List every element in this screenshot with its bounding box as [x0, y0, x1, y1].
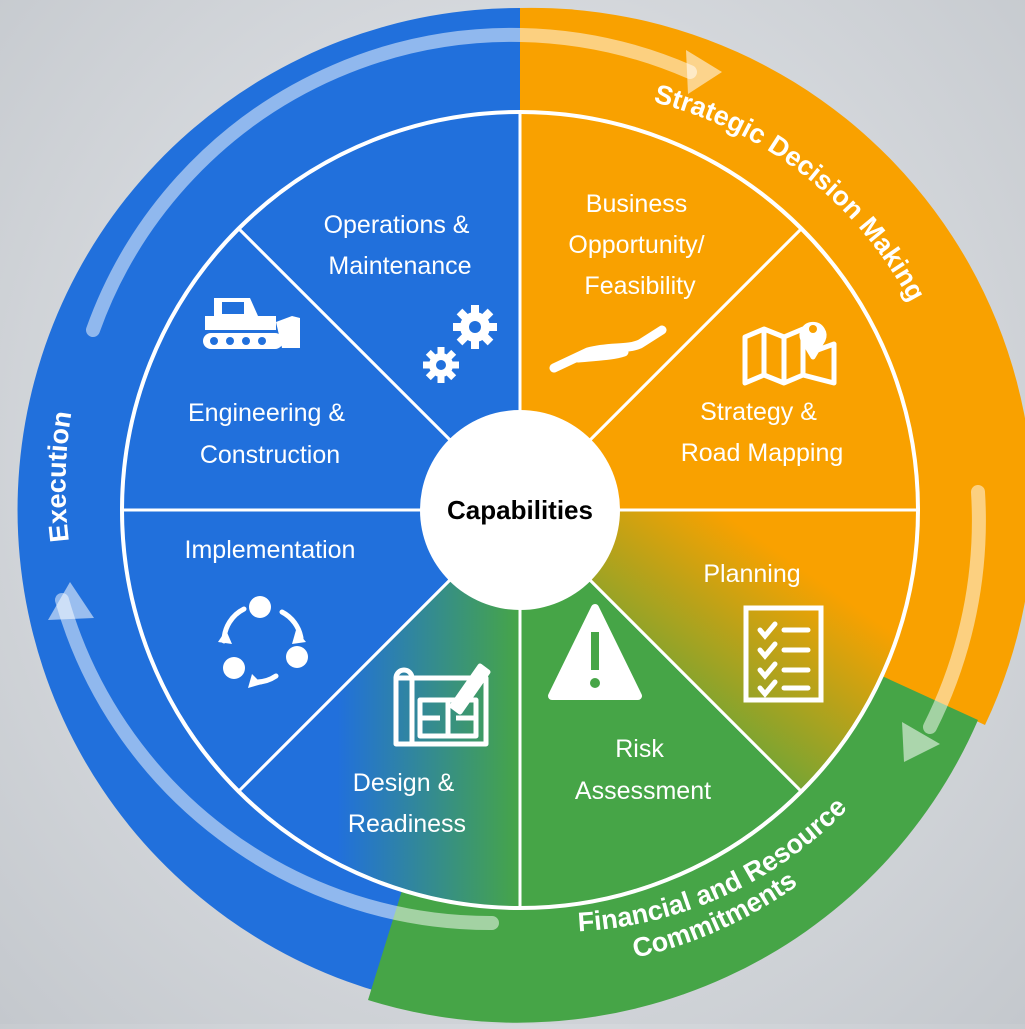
center-label: Capabilities [447, 495, 593, 525]
cycle-icon [218, 596, 308, 688]
business-label: Business Opportunity/ Feasibility [568, 190, 711, 300]
gears-icon [423, 305, 497, 383]
planning-label: Planning [703, 560, 800, 588]
blueprint-icon [393, 663, 491, 747]
cycle-arrows [55, 27, 986, 931]
strategy-label: Strategy & Road Mapping [681, 398, 844, 467]
warning-icon [548, 604, 642, 700]
engineering-label: Engineering & Construction [188, 399, 352, 469]
map-pin-icon [742, 321, 837, 386]
inner-circle-border [120, 110, 920, 910]
arrowhead-left [48, 582, 94, 620]
center-circle [420, 410, 620, 610]
bulldozer-icon [203, 298, 300, 349]
cycle-arrow-bottom-left [55, 593, 499, 931]
cycle-arrow-top [86, 27, 697, 337]
checklist-icon [743, 605, 824, 703]
cycle-arrow-right [923, 485, 986, 734]
execution-label: Execution [41, 409, 77, 544]
hand-icon [549, 325, 667, 373]
design-label: Design & Readiness [348, 769, 466, 838]
cycle-arrowheads [48, 50, 940, 762]
operations-label: Operations & Maintenance [324, 211, 477, 280]
risk-label: Risk Assessment [575, 735, 711, 805]
arrowhead-right [902, 722, 940, 762]
implementation-label: Implementation [185, 536, 356, 564]
arrowhead-top [686, 50, 722, 94]
